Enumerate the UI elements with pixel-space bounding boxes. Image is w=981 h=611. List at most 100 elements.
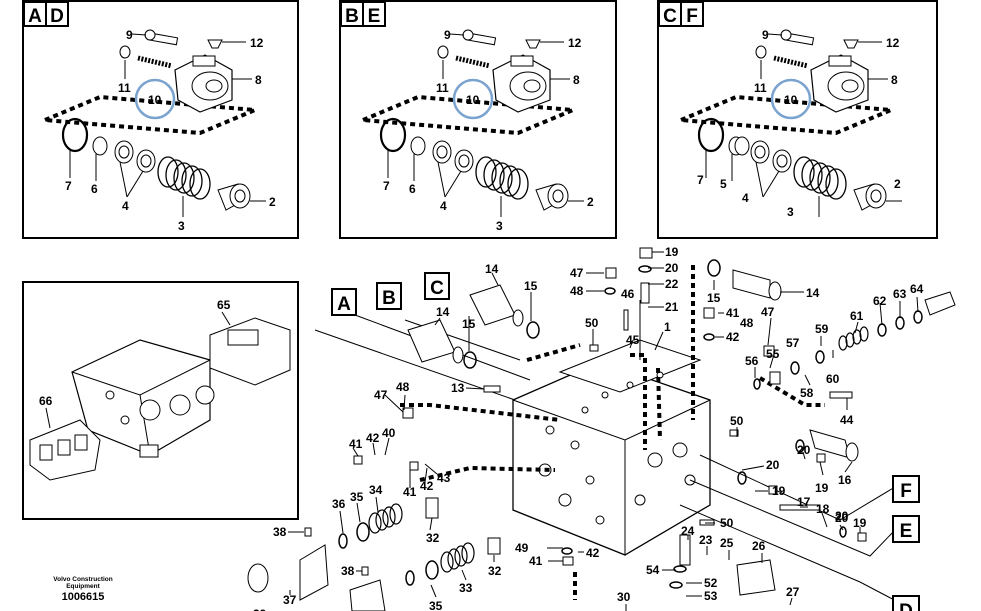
callout-15: 15	[462, 317, 476, 331]
callout-45: 45	[626, 333, 640, 347]
part-label-3: 3	[178, 219, 185, 233]
part-label-65: 65	[217, 298, 231, 312]
callout-53: 53	[704, 589, 718, 603]
part-label-2: 2	[269, 195, 276, 209]
part-label-66: 66	[39, 394, 53, 408]
callout-47: 47	[570, 266, 584, 280]
part-label-7: 7	[383, 179, 390, 193]
callout-37: 37	[283, 593, 297, 607]
part-label-8: 8	[573, 73, 580, 87]
callout-41: 41	[349, 437, 363, 451]
callout-41: 41	[529, 554, 543, 568]
callout-32: 32	[426, 531, 440, 545]
callout-18: 18	[816, 502, 830, 516]
callout-42: 42	[366, 431, 380, 445]
panel-tag-e: E	[368, 6, 381, 27]
callout-39: 39	[253, 607, 267, 611]
detail-panel-cf: C F 9 12 11 10 8 7 5 4 3 2	[657, 0, 938, 239]
part-label-9: 9	[444, 28, 451, 42]
panel-tag-d: D	[50, 6, 64, 27]
callout-27: 27	[786, 585, 800, 599]
part-label-9: 9	[762, 28, 769, 42]
callout-40: 40	[382, 426, 396, 440]
callout-62: 62	[873, 294, 887, 308]
part-label-2: 2	[587, 195, 594, 209]
callout-54: 54	[646, 563, 660, 577]
callout-44: 44	[840, 413, 854, 427]
panel-tag-f: F	[686, 6, 698, 27]
callout-50: 50	[730, 414, 744, 428]
part-label-11: 11	[436, 81, 449, 95]
callout-19: 19	[853, 516, 867, 530]
callout-15: 15	[524, 279, 538, 293]
callout-43: 43	[437, 471, 451, 485]
callout-24: 24	[681, 524, 695, 538]
detail-panel-be: B E 9 12 11 10 8 7 6 4 3 2	[339, 0, 617, 239]
callout-42: 42	[726, 330, 740, 344]
callout-41: 41	[403, 485, 417, 499]
part-label-8: 8	[891, 73, 898, 87]
callout-14: 14	[806, 286, 820, 300]
callout-19: 19	[665, 245, 679, 259]
part-label-6: 6	[409, 182, 416, 196]
callout-13: 13	[451, 381, 465, 395]
part-label-4: 4	[122, 199, 129, 213]
tag-a: A	[337, 294, 351, 315]
document-number: 1006615	[61, 591, 105, 603]
callout-48: 48	[396, 380, 410, 394]
part-label-7: 7	[697, 173, 704, 187]
callout-35: 35	[429, 599, 443, 611]
part-label-11: 11	[118, 81, 131, 95]
callout-63: 63	[893, 287, 907, 301]
publisher-footer: Volvo Construction Equipment 1006615	[38, 576, 128, 604]
callout-20: 20	[835, 509, 849, 523]
callout-38: 38	[273, 525, 287, 539]
callout-26: 26	[752, 539, 766, 553]
callout-56: 56	[745, 354, 759, 368]
callout-14: 14	[436, 305, 450, 319]
part-label-12: 12	[568, 36, 582, 50]
callout-36: 36	[332, 497, 346, 511]
callout-52: 52	[704, 576, 718, 590]
callout-47: 47	[374, 388, 388, 402]
part-label-9: 9	[126, 28, 133, 42]
callout-38: 38	[341, 564, 355, 578]
callout-48: 48	[570, 284, 584, 298]
part-label-3: 3	[787, 205, 794, 219]
main-exploded-view: A B C F E D	[247, 245, 956, 611]
part-label-11: 11	[754, 81, 767, 95]
part-label-10: 10	[148, 93, 162, 107]
callout-64: 64	[910, 282, 924, 296]
callout-1: 1	[664, 320, 671, 334]
callout-47: 47	[761, 305, 775, 319]
callout-48: 48	[740, 316, 754, 330]
part-label-2: 2	[894, 177, 901, 191]
callout-41: 41	[726, 306, 740, 320]
callout-23: 23	[699, 533, 713, 547]
footer-company-line1: Volvo Construction	[53, 576, 113, 583]
callout-50: 50	[585, 316, 599, 330]
callout-14: 14	[485, 262, 499, 276]
callout-17: 17	[797, 495, 811, 509]
part-label-10: 10	[466, 93, 480, 107]
part-label-12: 12	[886, 36, 900, 50]
panel-tag-c: C	[663, 6, 677, 27]
callout-20: 20	[835, 511, 849, 525]
callout-19: 19	[815, 481, 829, 495]
callout-32: 32	[488, 564, 502, 578]
callout-19: 19	[772, 484, 786, 498]
callout-42: 42	[586, 546, 600, 560]
callout-34: 34	[369, 483, 383, 497]
callout-61: 61	[850, 309, 864, 323]
callout-30: 30	[617, 590, 631, 604]
callout-20: 20	[797, 443, 811, 457]
callout-57: 57	[786, 336, 800, 350]
tag-f: F	[900, 481, 912, 502]
callout-21: 21	[665, 300, 679, 314]
callout-55: 55	[766, 347, 780, 361]
overview-panel: 65 66	[22, 281, 299, 520]
callout-46: 46	[621, 287, 635, 301]
callout-59: 59	[815, 322, 829, 336]
footer-company-line2: Equipment	[66, 583, 100, 590]
